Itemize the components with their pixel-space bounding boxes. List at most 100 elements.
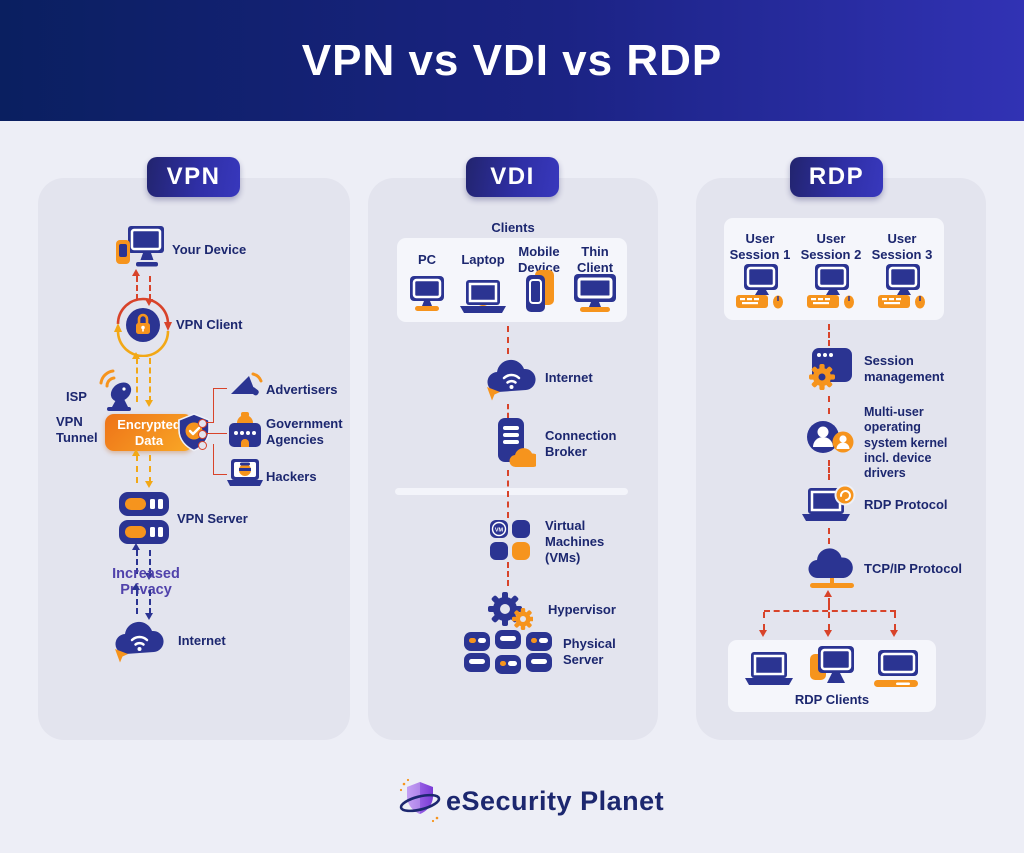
- vpn-panel: [38, 178, 350, 740]
- arrow-up: [132, 543, 140, 550]
- rdp-connector: [763, 612, 765, 630]
- threat-line: [213, 388, 227, 389]
- label-tcpip-protocol: TCP/IP Protocol: [864, 561, 962, 576]
- rdp-client-laptop-icon: [745, 652, 793, 685]
- rdp-connector: [828, 612, 830, 630]
- vpn-client-icon: [114, 297, 172, 357]
- laptop-icon: [460, 280, 506, 313]
- connector-node: [198, 419, 207, 428]
- label-rdp-clients: RDP Clients: [794, 692, 870, 707]
- label-internet: Internet: [178, 633, 226, 648]
- arrow-down: [759, 630, 767, 637]
- vdi-divider: [395, 488, 628, 495]
- arrow-up: [132, 269, 140, 276]
- vpn-pill: VPN: [147, 157, 240, 197]
- label-vpn-tunnel: VPN Tunnel: [56, 414, 98, 445]
- label-session-management: Session management: [864, 353, 945, 384]
- label-your-device: Your Device: [172, 242, 247, 257]
- rdp-client-monitor-icon: [810, 646, 854, 683]
- rdp-client-thin-icon: [874, 650, 918, 687]
- page-title: VPN vs VDI vs RDP: [301, 35, 723, 85]
- connector-device-client: [149, 276, 151, 300]
- vdi-pill: VDI: [466, 157, 559, 197]
- connector-privacy-internet: [136, 590, 138, 614]
- threat-line: [213, 444, 214, 475]
- user-session-icon: [878, 264, 925, 309]
- rdp-connector: [828, 396, 830, 414]
- label-physical-server: Physical Server: [563, 636, 616, 667]
- pc-icon: [410, 276, 444, 311]
- encrypted-data-box: Encrypted Data: [105, 414, 193, 451]
- label-user-session-3: User Session 3: [871, 231, 933, 262]
- label-user-session-1: User Session 1: [729, 231, 791, 262]
- mobile-device-icon: [526, 270, 554, 312]
- connector-device-client: [136, 276, 138, 300]
- arrow-up: [132, 352, 140, 359]
- connector-server-privacy: [149, 550, 151, 574]
- label-clients-header: Clients: [491, 220, 535, 235]
- connector-client-tunnel: [149, 358, 151, 402]
- threat-line: [213, 388, 214, 423]
- vdi-connector: [507, 326, 509, 354]
- label-vdi-internet: Internet: [545, 370, 593, 385]
- internet-cloud-icon: [115, 621, 164, 663]
- connector-client-tunnel: [136, 358, 138, 402]
- your-device-icon: [116, 226, 164, 267]
- rdp-connector: [828, 528, 830, 544]
- rdp-connector: [828, 460, 830, 480]
- user-session-icon: [807, 264, 854, 309]
- multi-user-icon: [807, 421, 854, 453]
- vpn-server-icon: [119, 492, 169, 544]
- connection-broker-icon: [498, 418, 536, 468]
- vdi-internet-cloud-icon: [487, 359, 536, 401]
- esecurity-planet-logo-icon: [399, 778, 441, 823]
- thin-client-icon: [574, 274, 616, 312]
- label-government-agencies: Government Agencies: [266, 416, 343, 447]
- arrow-down: [824, 630, 832, 637]
- label-isp: ISP: [66, 389, 87, 404]
- label-virtual-machines: Virtual Machines (VMs): [545, 518, 605, 565]
- arrow-down: [145, 613, 153, 620]
- header-banner: VPN vs VDI vs RDP: [0, 0, 1024, 121]
- physical-server-icon: [464, 630, 552, 674]
- label-client-thin: Thin Client: [576, 244, 614, 275]
- rdp-connector: [894, 612, 896, 630]
- brand-name: eSecurity Planet: [446, 786, 665, 816]
- label-user-session-2: User Session 2: [800, 231, 862, 262]
- label-client-laptop: Laptop: [461, 252, 505, 267]
- rdp-protocol-icon: [802, 484, 856, 521]
- label-hackers: Hackers: [266, 469, 317, 484]
- arrow-down: [145, 299, 153, 306]
- rdp-connector: [764, 610, 896, 612]
- arrow-up: [824, 590, 832, 597]
- label-vpn-client: VPN Client: [176, 317, 243, 332]
- threat-line: [206, 422, 214, 423]
- label-hypervisor: Hypervisor: [548, 602, 616, 617]
- vdi-connector: [507, 562, 509, 586]
- threat-line: [213, 474, 227, 475]
- connector-node: [198, 430, 207, 439]
- rdp-pill: RDP: [790, 157, 883, 197]
- label-rdp-protocol: RDP Protocol: [864, 497, 948, 512]
- arrow-up: [132, 583, 140, 590]
- connector-node: [198, 441, 207, 450]
- arrow-down: [890, 630, 898, 637]
- connector-tunnel-server: [149, 455, 151, 483]
- vdi-connector: [507, 470, 509, 518]
- connector-privacy-internet: [149, 590, 151, 614]
- tcpip-protocol-icon: [808, 548, 854, 588]
- vm-badge-text: VM: [495, 528, 504, 534]
- arrow-up: [132, 449, 140, 456]
- label-vpn-server: VPN Server: [177, 511, 248, 526]
- session-management-icon: [809, 348, 852, 390]
- virtual-machines-icon: VM: [490, 520, 530, 560]
- label-connection-broker: Connection Broker: [545, 428, 617, 459]
- label-client-pc: PC: [417, 252, 437, 267]
- encrypted-data-label: Encrypted Data: [117, 416, 181, 448]
- vdi-connector: [507, 404, 509, 418]
- label-multi-user-kernel: Multi-user operating system kernel incl.…: [864, 405, 948, 480]
- connector-tunnel-server: [136, 455, 138, 483]
- rdp-connector: [828, 598, 830, 610]
- isp-satellite-icon: [99, 369, 132, 411]
